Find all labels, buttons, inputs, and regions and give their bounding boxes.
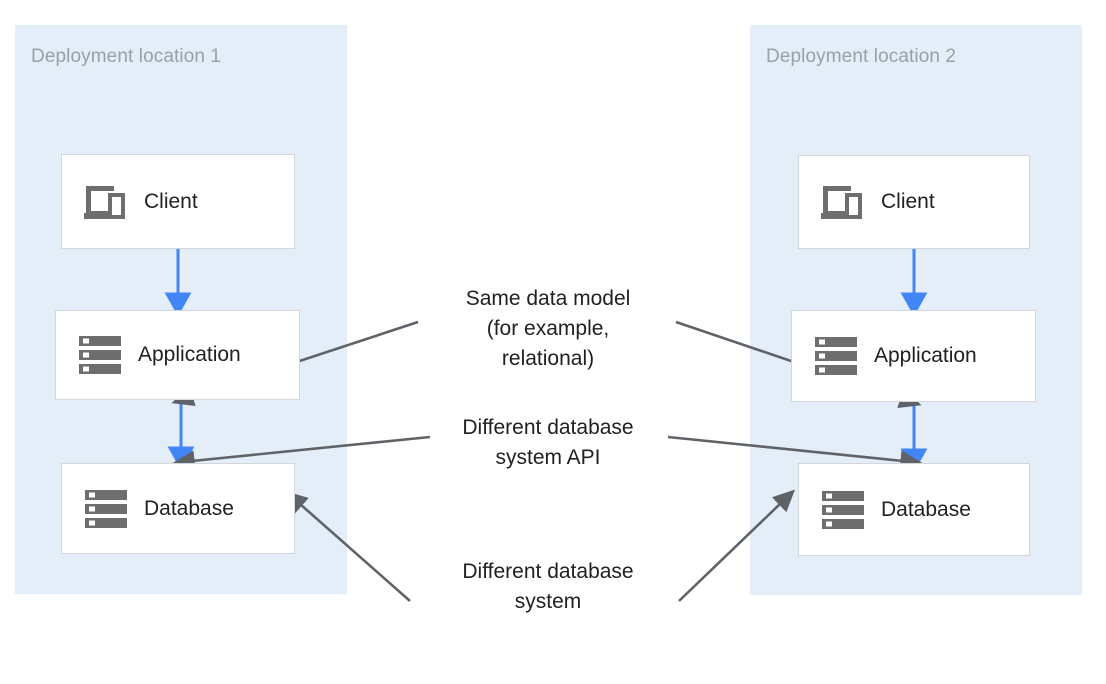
callout-different-database-system: Different database system	[462, 560, 634, 613]
node-database-2-label: Database	[881, 497, 971, 521]
deployment-zone-2-title: Deployment location 2	[766, 46, 957, 67]
node-application-2[interactable]: Application	[791, 310, 1036, 402]
node-database-1[interactable]: Database	[61, 463, 295, 554]
devices-icon	[811, 184, 875, 220]
node-client-2-label: Client	[881, 190, 935, 213]
server-icon	[68, 335, 132, 375]
node-application-2-label: Application	[874, 344, 977, 367]
devices-icon	[74, 184, 138, 220]
node-client-1[interactable]: Client	[61, 154, 295, 249]
server-icon	[811, 490, 875, 530]
callout-same-data-model: Same data model (for example, relational…	[465, 287, 631, 370]
callout-different-database-system-api: Different database system API	[462, 416, 634, 469]
node-database-2[interactable]: Database	[798, 463, 1030, 556]
node-client-1-label: Client	[144, 189, 198, 213]
node-application-1-label: Application	[138, 343, 241, 366]
node-client-2[interactable]: Client	[798, 155, 1030, 249]
server-icon	[804, 336, 868, 376]
node-database-1-label: Database	[144, 496, 234, 520]
server-icon	[74, 489, 138, 529]
deployment-zone-1-title: Deployment location 1	[31, 46, 222, 67]
node-application-1[interactable]: Application	[55, 310, 300, 400]
